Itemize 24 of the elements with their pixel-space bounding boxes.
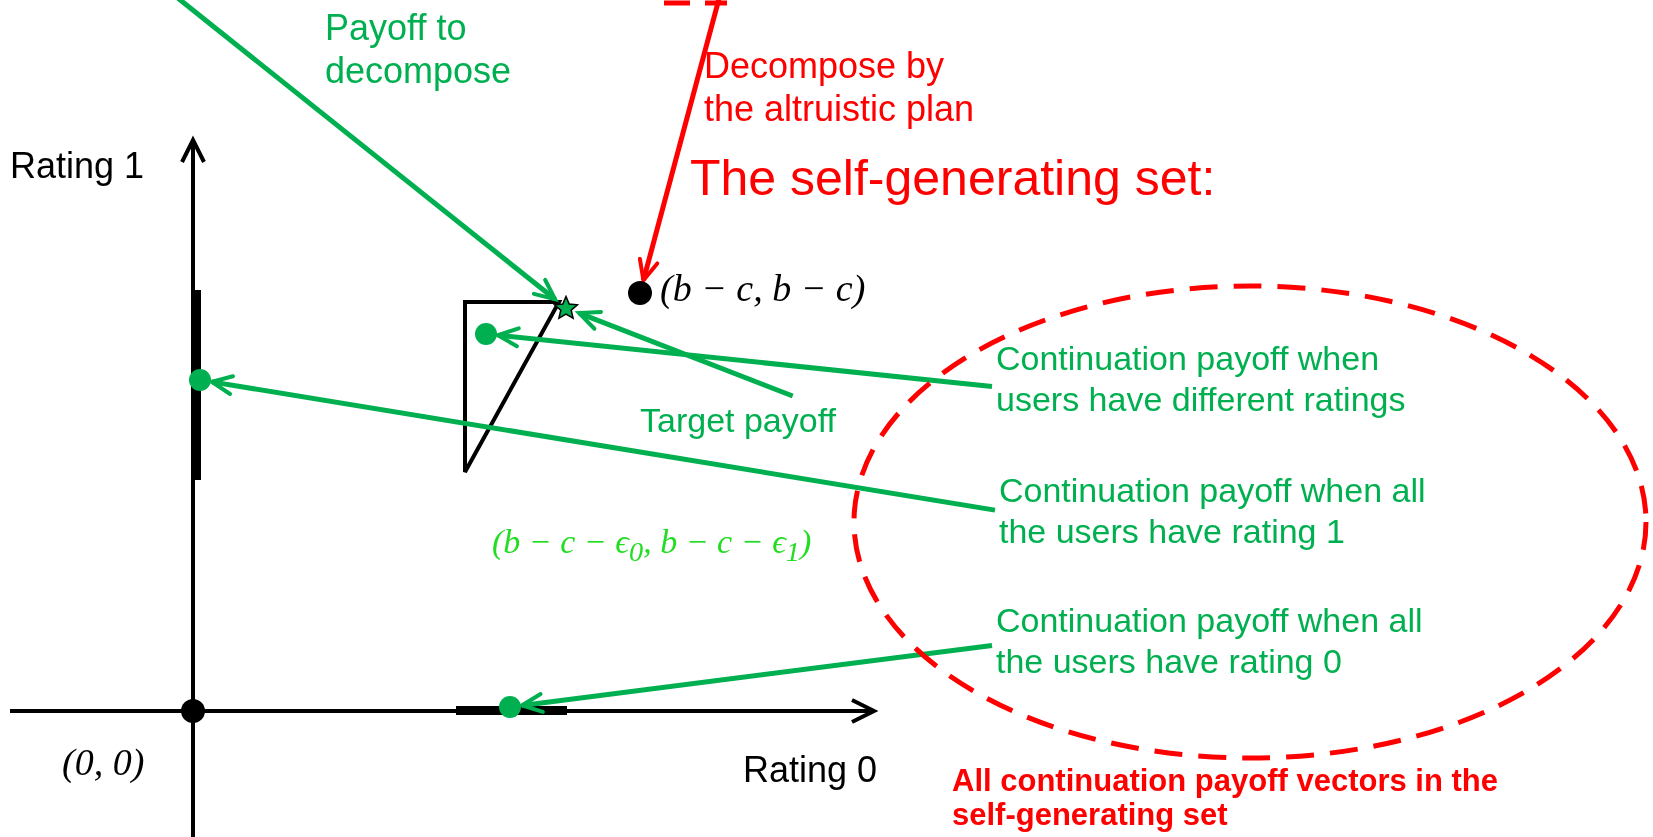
node-label: Continuation payoff when all the users have rating 0 (996, 600, 1436, 682)
axis-label: Rating 0 (743, 748, 878, 792)
caption-text: All continuation payoff vectors in the self-generating set (952, 764, 1499, 833)
point-dot (499, 696, 521, 718)
point-dot (181, 699, 205, 723)
node-label: Target payoff (640, 400, 836, 441)
formula: (b − c − ϵ$_{0}$, b − c − ϵ$_{1}$) (492, 522, 812, 569)
point-dot (475, 323, 497, 345)
coordinate-label: (b − c, b − c) (660, 266, 866, 311)
node-label: Continuation payoff when users have different ratings (996, 338, 1436, 420)
arrow (519, 642, 993, 714)
point-dot (189, 369, 211, 391)
arrow (577, 309, 794, 399)
edge-label: Decompose by the altruistic plan (704, 44, 976, 131)
edge-label: Payoff to decompose (325, 6, 513, 93)
node-label: Continuation payoff when all the users have rating 1 (999, 470, 1439, 552)
point-dot (628, 281, 652, 305)
axis-label: Rating 1 (10, 144, 145, 188)
arrow (209, 374, 996, 513)
arrow (637, 0, 723, 283)
arrow (495, 326, 993, 389)
title: The self-generating set: (690, 149, 1216, 208)
coordinate-label: (0, 0) (62, 740, 145, 785)
star-marker (553, 295, 579, 321)
